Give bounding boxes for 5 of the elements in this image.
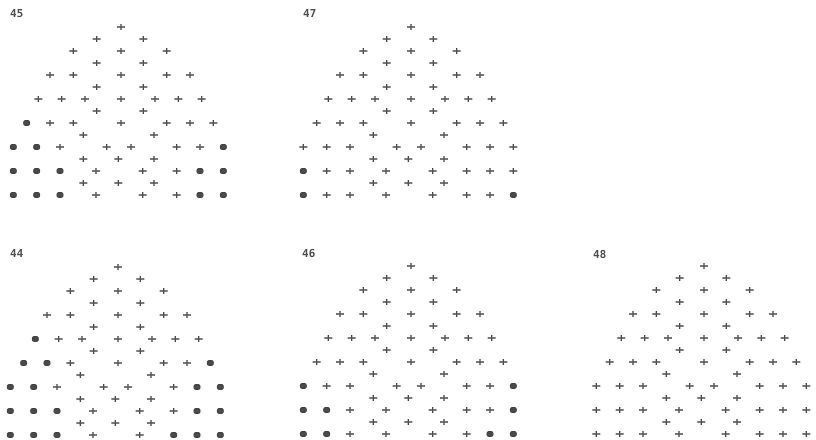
figure-number: 45	[10, 8, 24, 20]
figure-number: 47	[303, 8, 316, 20]
figure-number: 44	[10, 248, 24, 260]
figure-number: 48	[593, 249, 606, 261]
figure-number: 46	[302, 248, 316, 260]
